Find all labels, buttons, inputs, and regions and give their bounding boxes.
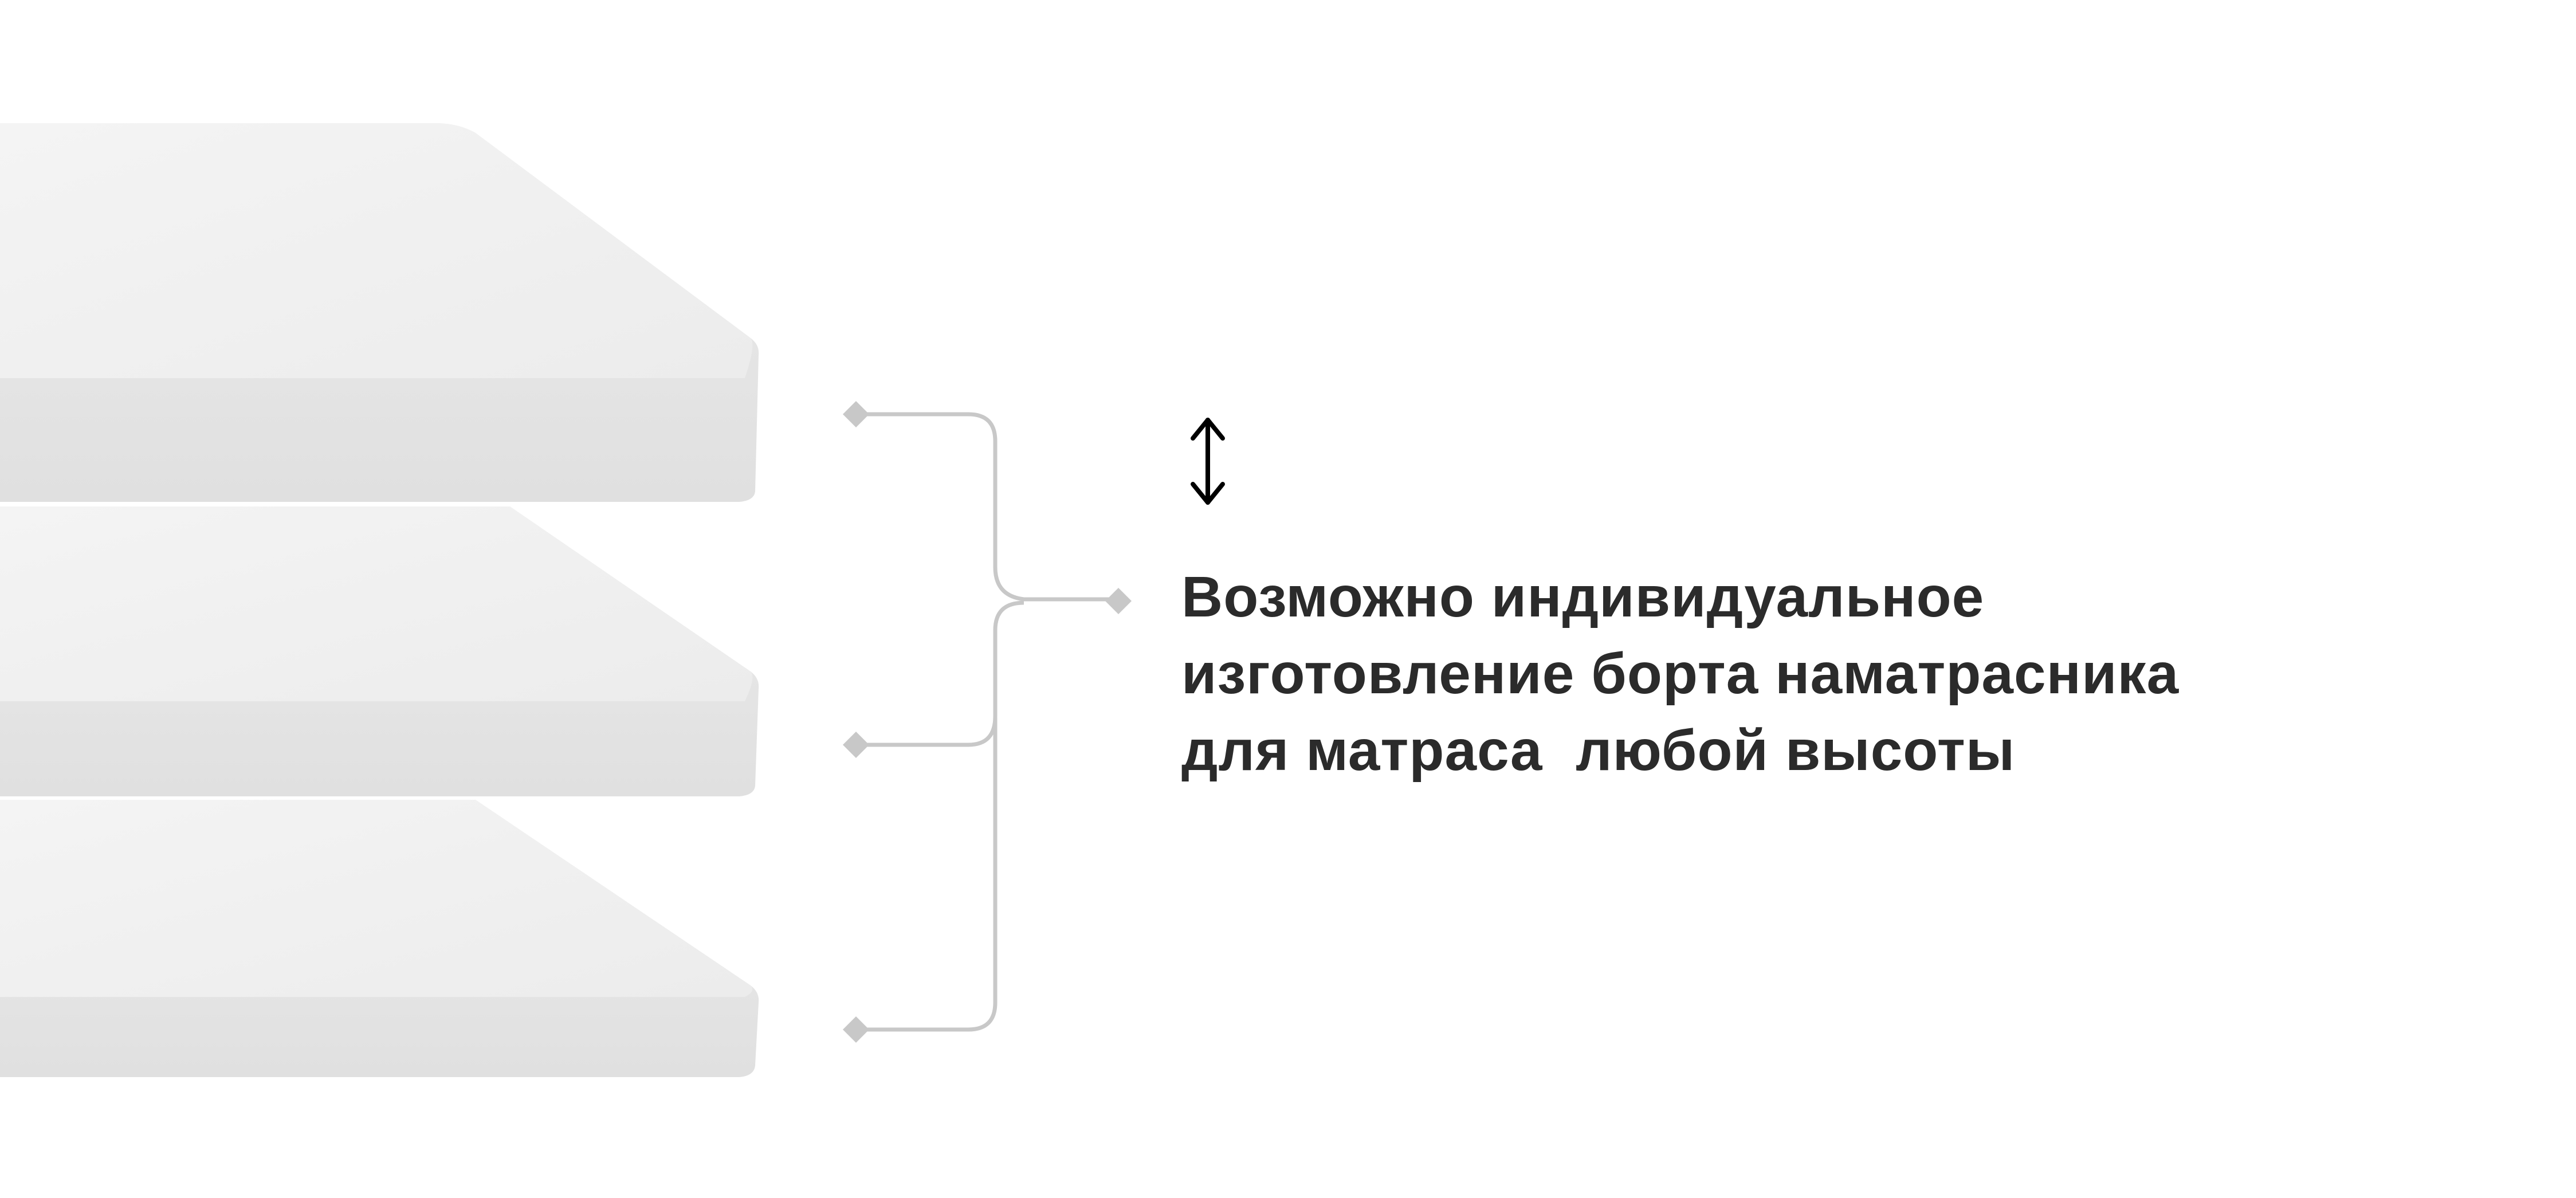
mattress-layer-bottom	[0, 800, 759, 1077]
diamond-marker	[843, 732, 869, 758]
caption-text: Возможно индивидуальное изготовление бор…	[1181, 559, 2179, 789]
diamond-marker	[843, 401, 869, 427]
vertical-double-arrow-icon	[1191, 418, 1225, 505]
caption-line: Возможно индивидуальное	[1181, 565, 1985, 629]
mattress-layer-middle	[0, 506, 759, 796]
diamond-marker	[1105, 588, 1132, 614]
height-bracket	[856, 412, 1117, 1032]
mattress-layer-top	[0, 123, 759, 502]
bracket-diamonds	[843, 401, 1132, 1043]
diamond-marker	[843, 1016, 869, 1043]
caption-line: для матраса любой высоты	[1181, 718, 2016, 783]
caption-line: изготовление борта наматрасника	[1181, 642, 2180, 706]
